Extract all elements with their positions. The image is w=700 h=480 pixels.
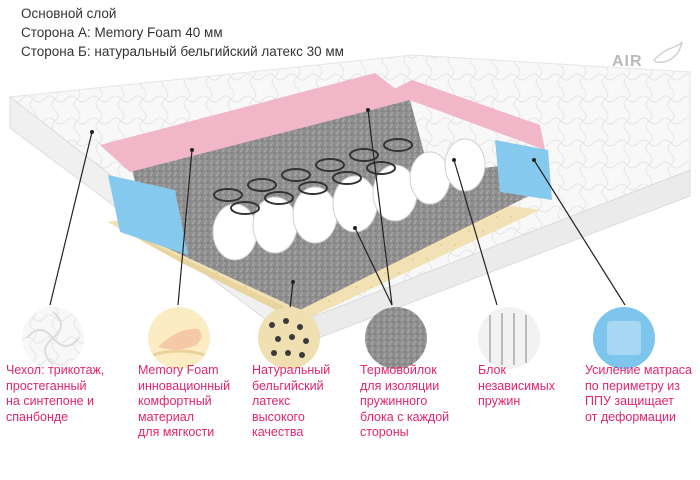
- leader-lines: [49, 109, 626, 309]
- main-layer-title: Основной слой: [21, 6, 117, 21]
- ppu-edge-left: [108, 175, 188, 255]
- latex-icon: [258, 307, 320, 369]
- caption-cover: Чехол: трикотаж,простеганный на синтепон…: [6, 363, 105, 424]
- memory-foam-hand-icon: [148, 307, 210, 369]
- leaf-icon: [653, 41, 683, 63]
- side-b-description: Сторона Б: натуральный бельгийский латек…: [21, 44, 344, 59]
- quilted-fabric-icon: [22, 307, 84, 369]
- brand-logo-text: AIR: [612, 53, 643, 70]
- pocket-springs-icon: [478, 307, 540, 369]
- spring-coils: [213, 138, 413, 215]
- brand-logo: AIR: [612, 38, 690, 98]
- thermal-felt-icon: [365, 307, 427, 369]
- foam-edge-icon: [593, 307, 655, 369]
- pocket-springs: [212, 138, 486, 261]
- memory-foam-layer: [100, 73, 410, 172]
- ppu-edge-right: [495, 140, 552, 200]
- layer-description: Основной слой Сторона А: Memory Foam 40 …: [21, 4, 344, 61]
- side-a-description: Сторона А: Memory Foam 40 мм: [21, 25, 223, 40]
